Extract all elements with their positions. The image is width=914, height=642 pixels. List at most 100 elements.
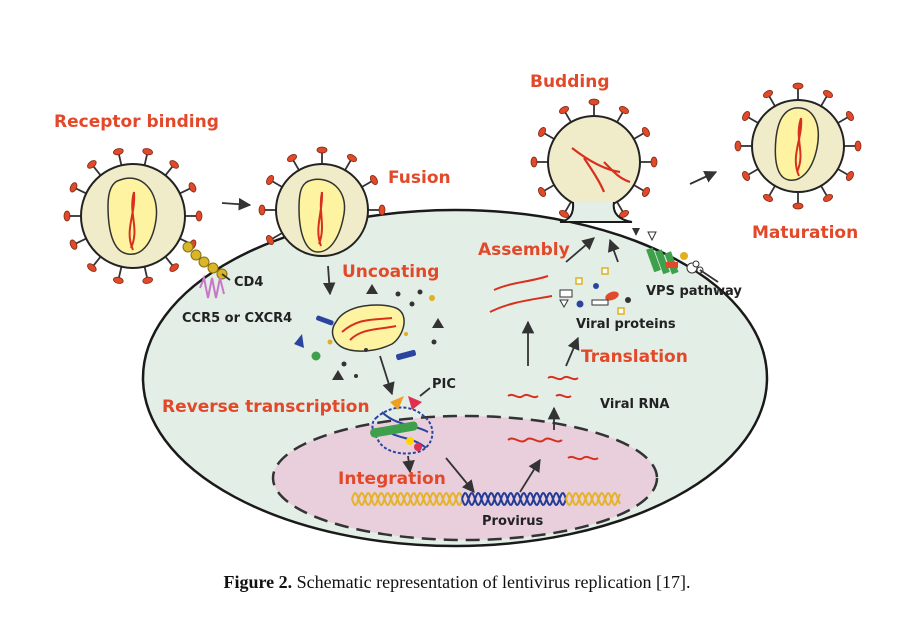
envelope-spike (768, 95, 776, 107)
stage-reverse-transcription: Reverse transcription (162, 397, 370, 417)
spike-cap (369, 175, 378, 185)
spike-cap (258, 204, 266, 216)
spike-cap (619, 106, 629, 115)
spike-cap (188, 182, 197, 193)
envelope-spike (543, 132, 555, 140)
arrow-cd4-leader (221, 273, 231, 281)
stage-fusion: Fusion (388, 168, 451, 188)
arrow-uncoating-pic (379, 355, 395, 396)
envelope-spike (143, 153, 149, 166)
nuclear-rna (507, 437, 599, 461)
label-provirus: Provirus (482, 514, 543, 529)
envelope-spike (564, 201, 572, 213)
spike-cap (112, 276, 124, 284)
arrow-vps-leader (699, 269, 719, 283)
spike-cap (742, 111, 751, 121)
stage-assembly: Assembly (478, 240, 570, 260)
envelope-spike (164, 165, 174, 176)
envelope-spike (633, 132, 645, 140)
virion-maturation (734, 82, 862, 210)
envelope-spike (747, 116, 759, 124)
spike-cap (845, 111, 854, 121)
envelope-spike (616, 201, 624, 213)
spike-cap (854, 140, 862, 152)
budding-neck (559, 201, 633, 223)
arrow-pic-leader (419, 387, 431, 397)
spike-cap (823, 193, 833, 202)
arrow-integration-provirus (445, 457, 475, 493)
pic-complex (370, 396, 434, 455)
envelope-spike (837, 168, 849, 176)
arrow-binding-fusion (221, 197, 252, 211)
spike-cap (538, 187, 547, 197)
arrow-fusion-uncoating (322, 265, 336, 296)
virion-budding (530, 98, 658, 218)
envelope-spike (292, 159, 300, 171)
envelope-spike (117, 266, 123, 279)
arrow-proteins-budding (607, 238, 620, 263)
spike-cap (792, 202, 804, 210)
envelope-spike (564, 111, 572, 123)
label-viral-rna: Viral RNA (600, 397, 669, 412)
spike-cap (650, 156, 658, 168)
envelope-spike (143, 266, 149, 279)
spike-cap (538, 127, 547, 137)
spike-cap (763, 193, 773, 202)
spike-cap (69, 182, 78, 193)
spike-cap (142, 276, 154, 284)
cd4-receptor (182, 241, 228, 280)
cytoplasmic-rna (489, 275, 579, 399)
stage-budding: Budding (530, 72, 610, 92)
envelope-spike (616, 111, 624, 123)
spike-cap (347, 154, 357, 163)
spike-cap (734, 140, 742, 152)
envelope-spike (117, 153, 123, 166)
budding-rna (571, 147, 631, 193)
viral-dna-segment (461, 491, 567, 507)
stage-translation: Translation (581, 347, 688, 367)
spike-cap (845, 171, 854, 181)
spike-cap (559, 209, 569, 218)
envelope-spike (543, 184, 555, 192)
spike-cap (63, 210, 71, 222)
spike-cap (763, 90, 773, 99)
virion-core-maturation (774, 107, 819, 181)
envelope-spike (271, 232, 283, 240)
spike-cap (195, 210, 203, 222)
vps-machinery (632, 228, 704, 275)
label-pic: PIC (432, 377, 456, 392)
spike-cap (69, 239, 78, 250)
envelope-spike (92, 165, 102, 176)
envelope-spike (179, 187, 192, 195)
label-viral-proteins: Viral proteins (576, 317, 676, 332)
spike-cap (742, 171, 751, 181)
spike-cap (588, 98, 600, 106)
spike-cap (316, 146, 328, 154)
spike-cap (287, 154, 297, 163)
spike-cap (266, 235, 275, 245)
virion-core-receptor (107, 177, 158, 255)
envelope-spike (820, 185, 828, 197)
arrow-budding-maturation (689, 171, 718, 185)
envelope-spike (344, 159, 352, 171)
envelope-spike (747, 168, 759, 176)
envelope-spike (837, 116, 849, 124)
label-cd4: CD4 (234, 275, 263, 290)
stage-receptor-binding: Receptor binding (54, 112, 219, 132)
spike-cap (641, 187, 650, 197)
envelope-spike (633, 184, 645, 192)
envelope-spike (74, 237, 87, 245)
process-arrows (221, 171, 719, 493)
spike-cap (112, 148, 124, 156)
envelope-spike (768, 185, 776, 197)
spike-cap (530, 156, 538, 168)
label-coreceptor: CCR5 or CXCR4 (182, 311, 292, 326)
envelope-spike (361, 180, 373, 188)
spike-cap (169, 263, 179, 272)
arrow-provirus-rna (519, 458, 541, 493)
stage-integration: Integration (338, 469, 446, 489)
stage-maturation: Maturation (752, 223, 858, 243)
host-dna-right (565, 491, 621, 507)
figure-caption: Figure 2. Schematic representation of le… (0, 572, 914, 593)
